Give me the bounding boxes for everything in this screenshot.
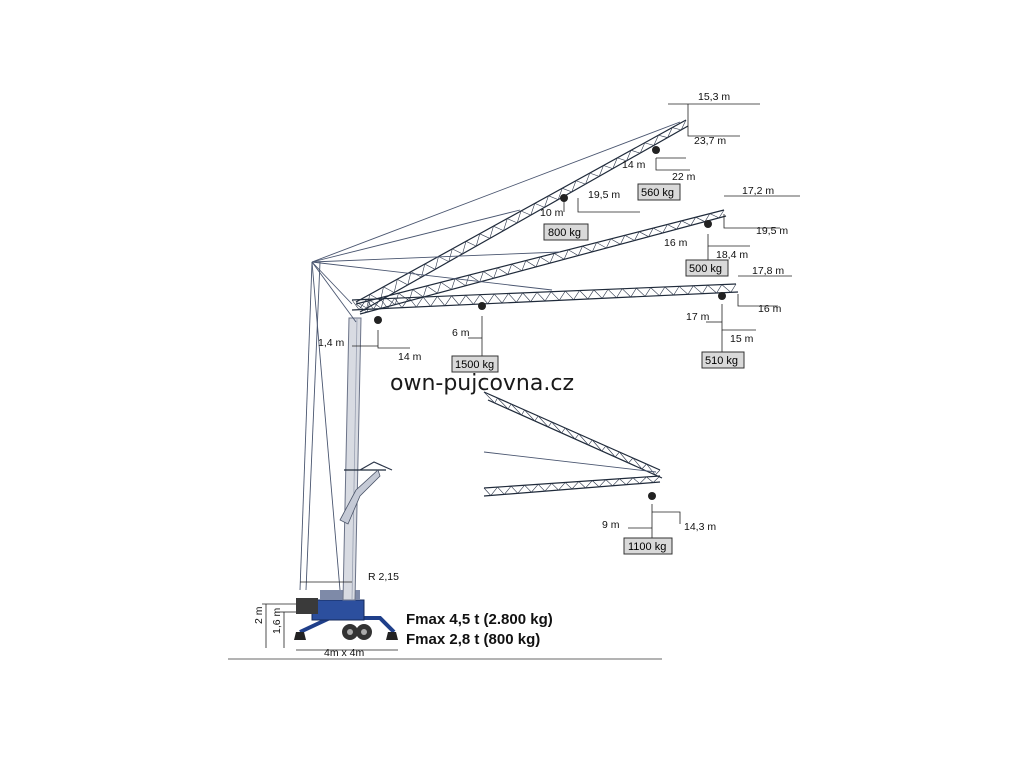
mast-offset: 1,4 m <box>318 337 345 349</box>
folded-radius: 9 m <box>602 519 620 531</box>
flat-hook-radius: 14 m <box>398 351 422 363</box>
folded-height: 14,3 m <box>684 521 716 533</box>
steep-tip-height: 23,7 m <box>694 135 726 147</box>
boom-steep <box>311 119 689 313</box>
steep-inner-load: 800 kg <box>548 227 581 239</box>
steep-tip-radius: 15,3 m <box>698 91 730 103</box>
boom-folded <box>483 391 663 500</box>
steep-inner-radius: 10 m <box>540 207 564 219</box>
mid-mid-height: 18,4 m <box>716 249 748 261</box>
mid-tip-height: 19,5 m <box>756 225 788 237</box>
flat-mid-radius: 17 m <box>686 311 710 323</box>
steep-mid-radius: 14 m <box>622 159 646 171</box>
crane-back-stays <box>299 261 357 591</box>
crane-mast <box>339 317 393 601</box>
boom-flat <box>311 261 739 324</box>
watermark-text: own-pujcovna.cz <box>390 371 574 396</box>
height-chassis: 1,6 m <box>271 607 283 634</box>
mid-mid-radius: 16 m <box>664 237 688 249</box>
fmax-line-1: Fmax 4,5 t (2.800 kg) <box>406 611 553 628</box>
height-total: 2 m <box>253 606 265 624</box>
flat-tip-height: 16 m <box>758 303 782 315</box>
mid-tip-radius: 17,2 m <box>742 185 774 197</box>
fmax-line-2: Fmax 2,8 t (800 kg) <box>406 631 540 648</box>
dimension-lines <box>262 103 800 651</box>
flat-mid-height: 15 m <box>730 333 754 345</box>
steep-inner-height: 19,5 m <box>588 189 620 201</box>
steep-mid-load: 560 kg <box>641 187 674 199</box>
folded-load: 1100 kg <box>628 541 666 553</box>
footprint: 4m x 4m <box>324 647 365 659</box>
steep-mid-height: 22 m <box>672 171 696 183</box>
flat-inner-radius: 6 m <box>452 327 470 339</box>
flat-mid-load: 510 kg <box>705 355 738 367</box>
crane-chassis <box>294 590 398 640</box>
flat-tip-radius: 17,8 m <box>752 265 784 277</box>
slew-radius: R 2,15 <box>368 571 399 583</box>
flat-inner-load: 1500 kg <box>455 359 494 371</box>
mid-mid-load: 500 kg <box>689 263 722 275</box>
